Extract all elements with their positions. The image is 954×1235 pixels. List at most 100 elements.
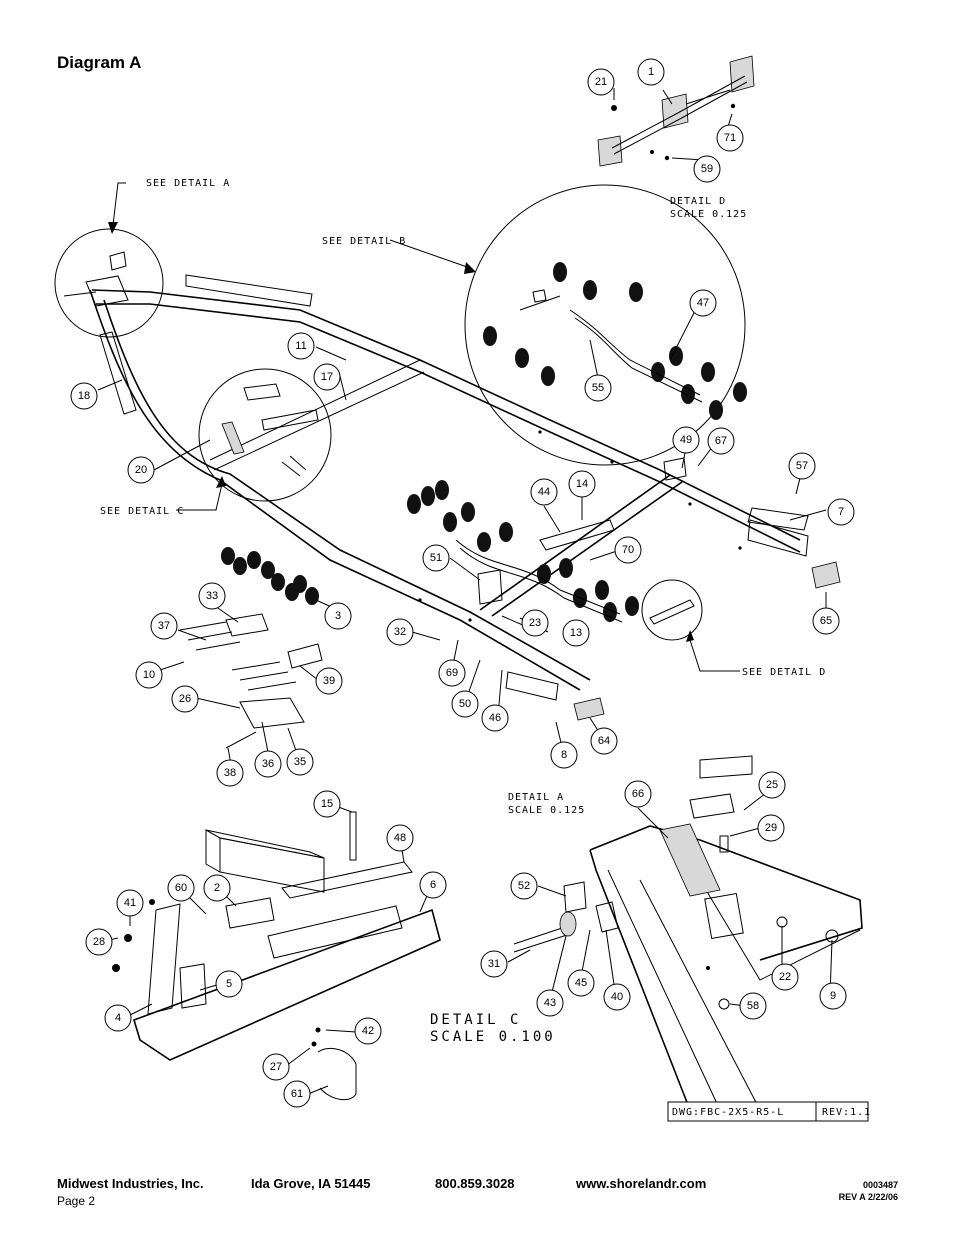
footer-website[interactable]: www.shorelandr.com — [576, 1176, 707, 1191]
part-callout-25: 25 — [758, 771, 786, 799]
callout-circle — [480, 950, 508, 978]
part-callout-61: 61 — [283, 1080, 311, 1108]
callout-circle — [614, 536, 642, 564]
callout-number: 42 — [362, 1025, 374, 1037]
detail-d-drawing — [597, 55, 755, 167]
callout-number: 59 — [701, 163, 713, 175]
trailer-frame — [85, 274, 841, 721]
callout-number: 3 — [335, 610, 341, 622]
diagram-text: SEE DETAIL A SEE DETAIL B SEE DETAIL C S… — [100, 178, 825, 1045]
detail-d-title: DETAIL D — [670, 196, 726, 207]
callout-circle — [150, 612, 178, 640]
callout-circle — [422, 544, 450, 572]
callout-circle — [386, 824, 414, 852]
part-callout-3: 3 — [324, 602, 352, 630]
callout-circle — [216, 759, 244, 787]
callout-circle — [530, 478, 558, 506]
part-callout-50: 50 — [451, 690, 479, 718]
footer-page-number: Page 2 — [57, 1194, 96, 1208]
part-callout-49: 49 — [672, 426, 700, 454]
part-callout-17: 17 — [313, 363, 341, 391]
callout-number: 4 — [115, 1012, 121, 1024]
callout-circle — [127, 456, 155, 484]
callout-circle — [689, 289, 717, 317]
diagram-title: Diagram A — [57, 53, 142, 72]
callout-number: 2 — [214, 882, 220, 894]
see-detail-c-label: SEE DETAIL C — [100, 506, 184, 517]
part-callout-47: 47 — [689, 289, 717, 317]
part-callout-41: 41 — [116, 889, 144, 917]
part-callout-33: 33 — [198, 582, 226, 610]
callout-number: 65 — [820, 615, 832, 627]
detail-a-bubble — [54, 228, 164, 338]
callout-circle — [104, 1004, 132, 1032]
callout-number: 33 — [206, 590, 218, 602]
callout-circle — [116, 889, 144, 917]
part-callout-5: 5 — [215, 970, 243, 998]
callout-number: 70 — [622, 544, 634, 556]
callout-circle — [70, 382, 98, 410]
callout-circle — [262, 1053, 290, 1081]
callout-circle — [624, 780, 652, 808]
see-detail-a-label: SEE DETAIL A — [146, 178, 230, 189]
callout-circle — [171, 685, 199, 713]
drawing-number-box: DWG:FBC-2X5-R5-L REV:1.1 — [667, 1101, 871, 1122]
part-callout-43: 43 — [536, 989, 564, 1017]
rev-number: REV:1.1 — [822, 1107, 871, 1118]
detail-d-bubble — [641, 579, 703, 641]
callout-number: 26 — [179, 693, 191, 705]
callout-circle — [567, 969, 595, 997]
callout-number: 31 — [488, 958, 500, 970]
part-callout-14: 14 — [568, 470, 596, 498]
callout-circle — [167, 874, 195, 902]
callout-circle — [386, 618, 414, 646]
callout-number: 66 — [632, 788, 644, 800]
callout-number: 15 — [321, 798, 333, 810]
part-callout-7: 7 — [827, 498, 855, 526]
callout-number: 29 — [765, 822, 777, 834]
callout-number: 8 — [561, 749, 567, 761]
part-callout-69: 69 — [438, 659, 466, 687]
part-callout-58: 58 — [739, 992, 767, 1020]
parts-diagram: SEE DETAIL A SEE DETAIL B SEE DETAIL C S… — [54, 55, 871, 1122]
part-callout-51: 51 — [422, 544, 450, 572]
callout-circle — [215, 970, 243, 998]
callout-number: 9 — [830, 990, 836, 1002]
part-callout-71: 71 — [716, 124, 744, 152]
callout-number: 47 — [697, 297, 709, 309]
roller-assembly — [407, 480, 639, 623]
callout-circle — [287, 332, 315, 360]
part-callout-59: 59 — [693, 155, 721, 183]
callout-number: 20 — [135, 464, 147, 476]
part-callout-2: 2 — [203, 874, 231, 902]
see-detail-b-label: SEE DETAIL B — [322, 236, 406, 247]
callout-circle — [451, 690, 479, 718]
part-callout-11: 11 — [287, 332, 315, 360]
callout-number: 11 — [295, 340, 306, 352]
callout-circle — [313, 363, 341, 391]
part-callout-57: 57 — [788, 452, 816, 480]
callout-circle — [324, 602, 352, 630]
callout-number: 37 — [158, 620, 170, 632]
detail-b-bubble — [464, 184, 747, 466]
callout-circle — [135, 661, 163, 689]
callout-circle — [198, 582, 226, 610]
callout-number: 25 — [766, 779, 778, 791]
part-callout-27: 27 — [262, 1053, 290, 1081]
callout-circle — [550, 741, 578, 769]
part-callout-18: 18 — [70, 382, 98, 410]
callout-circle — [510, 872, 538, 900]
part-callout-32: 32 — [386, 618, 414, 646]
callout-number: 23 — [529, 617, 541, 629]
part-callout-26: 26 — [171, 685, 199, 713]
part-callout-22: 22 — [771, 963, 799, 991]
callout-circle — [693, 155, 721, 183]
callout-number: 41 — [124, 897, 136, 909]
callout-circle — [812, 607, 840, 635]
part-callout-46: 46 — [481, 704, 509, 732]
callout-number: 67 — [715, 435, 727, 447]
detail-c-scale: SCALE 0.100 — [430, 1029, 556, 1045]
exploded-parts-left — [179, 547, 323, 749]
footer-revision: REV A 2/22/06 — [838, 1192, 898, 1202]
callout-circle — [568, 470, 596, 498]
